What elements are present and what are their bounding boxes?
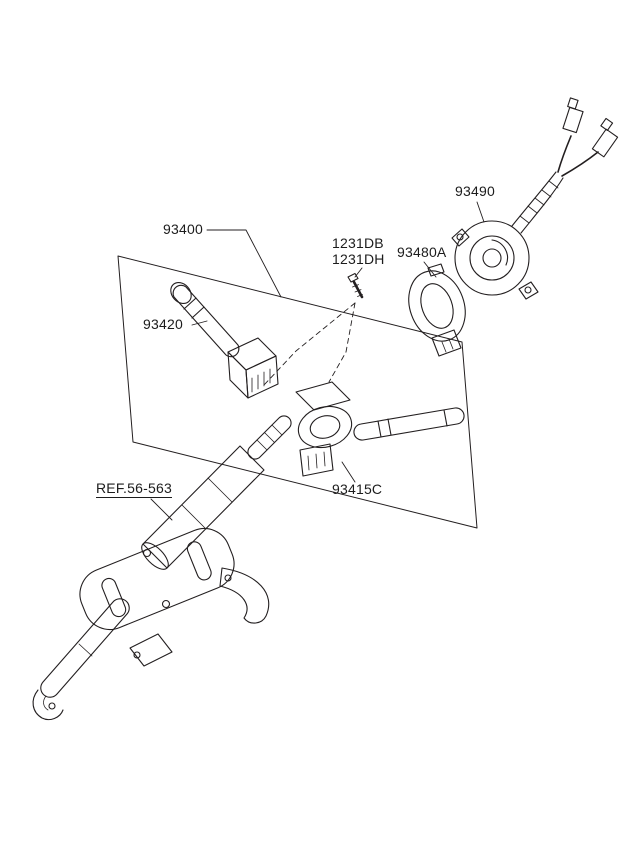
assembly-boundary-box (117, 255, 478, 529)
part-label-wiper-switch: 93420 (143, 316, 183, 332)
part-label-assembly: 93400 (163, 221, 203, 237)
part-label-column-reference: REF.56-563 (96, 480, 172, 498)
part-label-bolt-upper: 1231DB (332, 235, 384, 251)
contact-sensor-art (408, 263, 466, 357)
wiper-switch-art (170, 281, 279, 399)
bolt-art (347, 272, 364, 299)
part-label-lighting-switch: 93415C (332, 481, 383, 497)
part-label-contact-sensor: 93480A (397, 244, 447, 260)
part-label-bolt-lower: 1231DH (332, 251, 385, 267)
bolt-dashed-leaders (263, 302, 356, 386)
steering-column-art (32, 415, 292, 721)
lighting-switch-art (295, 381, 465, 477)
part-label-clock-spring: 93490 (455, 183, 495, 199)
leader-lines (150, 201, 485, 521)
clock-spring-art (451, 97, 619, 300)
